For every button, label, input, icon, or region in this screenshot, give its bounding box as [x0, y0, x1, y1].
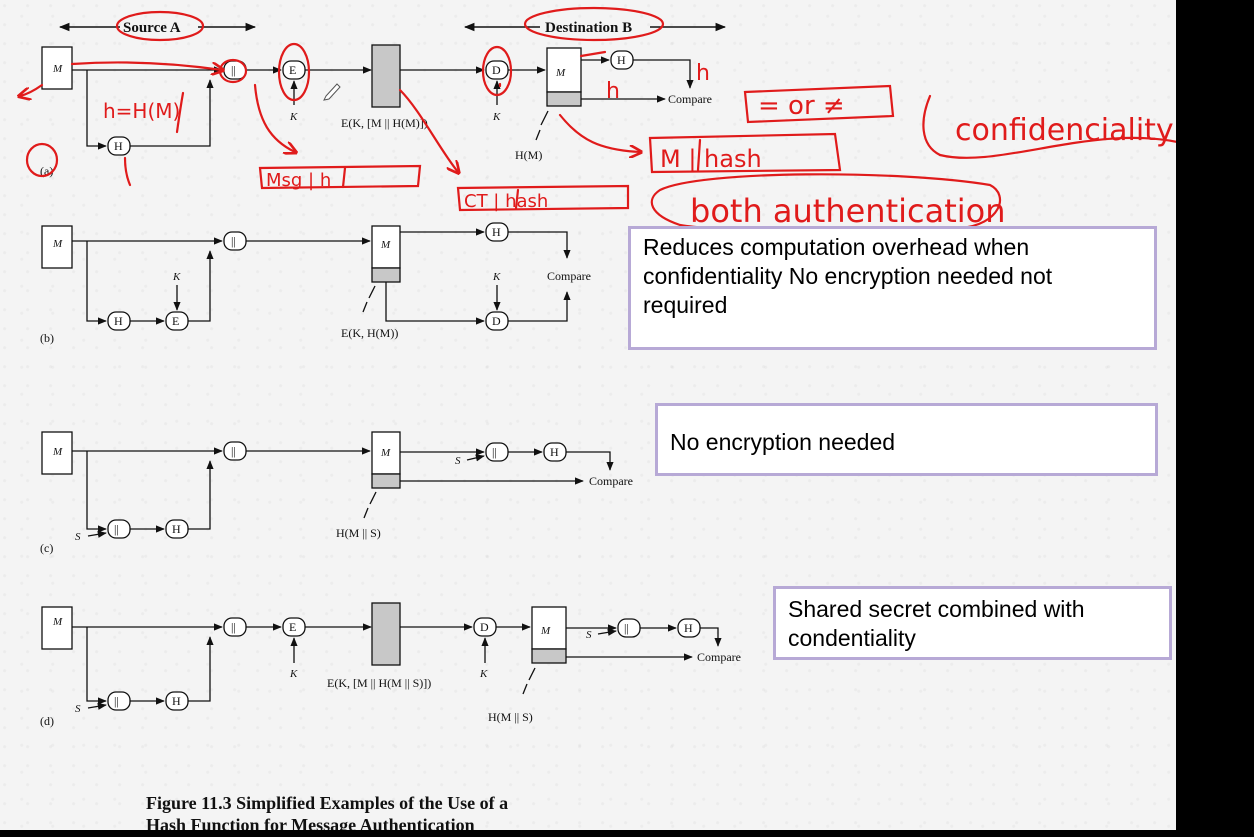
c-s2-label: S [455, 455, 461, 467]
ink-h-equals: h=H(M) [103, 99, 180, 123]
ink-confidentiality: confidenciality [955, 113, 1174, 148]
a-cipher-label: E(K, [M || H(M)]) [341, 116, 428, 130]
a-d-node: D [492, 63, 501, 77]
ink-both-auth: both authentication [690, 192, 1006, 230]
ink-msg-h: Msg | h [266, 170, 331, 191]
c-concat3-node: || [492, 445, 497, 459]
red-ink-text: h=H(M) h h = or ≠ Msg | h CT | hash M | … [103, 61, 1174, 230]
c-s1-label: S [75, 531, 81, 543]
c-tag: (c) [40, 541, 53, 555]
panel-a-labels: M H || E K D K M H Compare E(K, [M || H(… [40, 53, 712, 178]
source-header: Source A [58, 20, 257, 36]
caption-line-2: Hash Function for Message Authentication [146, 815, 475, 830]
destination-header: Destination B [463, 20, 727, 36]
a-h-node: H [114, 139, 123, 153]
d-m-label: M [52, 616, 63, 628]
caption-line-1: Figure 11.3 Simplified Examples of the U… [146, 793, 509, 813]
ink-h2: h [606, 79, 620, 104]
d-s1-label: S [75, 703, 81, 715]
panel-c-labels: M S || H || M S || H Compare H(M || S) (… [40, 444, 633, 555]
d-d-node: D [480, 620, 489, 634]
d-m-dest-label: M [540, 625, 551, 637]
c-m-label: M [52, 446, 63, 458]
d-cipher-label: E(K, [M || H(M || S)]) [327, 676, 431, 690]
a-e-node: E [289, 63, 296, 77]
b-hash-label: E(K, H(M)) [341, 326, 398, 340]
a-hash-label: H(M) [515, 148, 542, 162]
pencil-cursor-icon [323, 83, 341, 101]
c-concat2-node: || [231, 444, 236, 458]
d-tag: (d) [40, 714, 54, 728]
destination-b-label: Destination B [545, 20, 632, 36]
bottom-border [0, 830, 1254, 837]
d-concat2-node: || [231, 620, 236, 634]
note-d-text: Shared secret combined with condentialit… [788, 596, 1085, 651]
note-panel-b: Reduces computation overhead when confid… [628, 226, 1157, 350]
d-concat1-node: || [114, 694, 119, 708]
panel-a [41, 44, 694, 156]
ink-ct-hash: CT | hash [464, 191, 548, 212]
b-k2-label: K [492, 271, 501, 283]
b-d-node: D [492, 314, 501, 328]
c-m-dest-label: M [380, 447, 391, 459]
b-m-label: M [52, 238, 63, 250]
d-e-node: E [289, 620, 296, 634]
panel-b-labels: M H E K || M H D K Compare E(K, H(M)) (b… [40, 225, 591, 345]
hash-auth-diagram: Source A Destination B M H || E [0, 6, 1176, 728]
d-hash-label: H(M || S) [488, 710, 533, 724]
note-panel-d: Shared secret combined with condentialit… [773, 586, 1172, 660]
a-compare-label: Compare [668, 92, 712, 106]
c-h-node: H [172, 522, 181, 536]
b-h-node: H [114, 314, 123, 328]
red-ink-annotations [20, 6, 1176, 232]
a-k2-label: K [492, 111, 501, 123]
note-panel-c: No encryption needed [655, 403, 1158, 476]
b-e-node: E [172, 314, 179, 328]
b-h-dest-node: H [492, 225, 501, 239]
b-compare-label: Compare [547, 269, 591, 283]
d-compare-label: Compare [697, 650, 741, 664]
d-concat3-node: || [624, 621, 629, 635]
a-concat-node: || [231, 63, 236, 77]
b-k1-label: K [172, 271, 181, 283]
d-k2-label: K [479, 668, 488, 680]
d-k1-label: K [289, 668, 298, 680]
ink-h1: h [696, 61, 710, 86]
note-c-text: No encryption needed [670, 429, 896, 455]
a-m-label: M [52, 63, 63, 75]
panel-c [41, 431, 614, 539]
c-h-dest-node: H [550, 445, 559, 459]
a-h-dest-node: H [617, 53, 626, 67]
b-tag: (b) [40, 331, 54, 345]
figure-caption: Figure 11.3 Simplified Examples of the U… [146, 792, 646, 830]
note-b-text: Reduces computation overhead when confid… [643, 234, 1053, 318]
panel-d [41, 602, 722, 711]
source-a-label: Source A [123, 20, 181, 36]
panel-d-labels: M S || H || E K D K M S || H Compare E(K… [40, 616, 741, 728]
a-k1-label: K [289, 111, 298, 123]
d-s2-label: S [586, 629, 592, 641]
c-compare-label: Compare [589, 474, 633, 488]
c-hash-label: H(M || S) [336, 526, 381, 540]
ink-m-hash: M | hash [660, 145, 762, 173]
b-m-dest-label: M [380, 239, 391, 251]
panel-b [41, 222, 571, 331]
d-h-node: H [172, 694, 181, 708]
a-m-dest-label: M [555, 67, 566, 79]
c-concat1-node: || [114, 522, 119, 536]
slide: Source A Destination B M H || E [0, 0, 1176, 830]
b-concat-node: || [231, 234, 236, 248]
ink-eq-or-neq: = or ≠ [758, 91, 845, 121]
d-h-dest-node: H [684, 621, 693, 635]
